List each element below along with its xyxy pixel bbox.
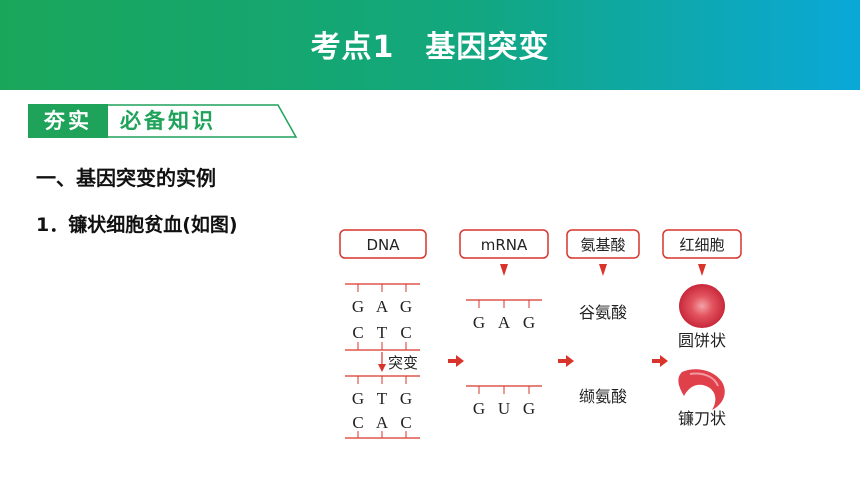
- dna-normal: G A G C T C: [345, 283, 420, 351]
- svg-text:A: A: [498, 313, 511, 332]
- svg-text:G: G: [352, 389, 364, 408]
- svg-text:G: G: [523, 313, 535, 332]
- right-arrow-icon: [558, 355, 574, 367]
- svg-text:A: A: [376, 297, 389, 316]
- svg-text:G: G: [473, 399, 485, 418]
- sickle-cell-diagram: DNA mRNA 氨基酸 红细胞 G A G C T C 突变: [339, 229, 742, 439]
- svg-text:C: C: [352, 323, 363, 342]
- svg-text:氨基酸: 氨基酸: [580, 236, 625, 254]
- mrna-mutant: G U G: [466, 385, 542, 418]
- column-header-dna: DNA: [339, 229, 427, 259]
- dna-mutant: G T G C A C: [345, 375, 420, 439]
- svg-text:G: G: [400, 389, 412, 408]
- process-arrows: [448, 355, 668, 367]
- svg-text:T: T: [377, 323, 388, 342]
- svg-text:G: G: [473, 313, 485, 332]
- svg-text:mRNA: mRNA: [481, 236, 528, 254]
- right-arrow-icon: [448, 355, 464, 367]
- badge-left-label: 夯实: [28, 104, 108, 138]
- cell-shape-mutant: 镰刀状: [678, 409, 726, 428]
- down-arrow-icon: [378, 364, 386, 372]
- down-arrow-icons: [500, 264, 706, 276]
- mutation-arrow: 突变: [378, 352, 418, 372]
- svg-text:T: T: [377, 389, 388, 408]
- svg-text:C: C: [400, 413, 411, 432]
- svg-text:G: G: [352, 297, 364, 316]
- svg-text:C: C: [400, 323, 411, 342]
- sickle-red-cell-icon: [678, 369, 725, 410]
- badge-right-label: 必备知识: [120, 109, 216, 133]
- svg-text:G: G: [523, 399, 535, 418]
- header-banner: 考点1 基因突变: [0, 0, 860, 90]
- svg-text:U: U: [498, 399, 510, 418]
- down-arrow-icon: [599, 264, 607, 276]
- column-header-mrna: mRNA: [459, 229, 549, 259]
- svg-text:红细胞: 红细胞: [679, 236, 724, 254]
- section-heading: 一、基因突变的实例: [36, 166, 216, 190]
- amino-acid-mutant: 缬氨酸: [579, 387, 627, 406]
- right-arrow-icon: [652, 355, 668, 367]
- badge-frame: [108, 104, 298, 138]
- down-arrow-icon: [698, 264, 706, 276]
- column-header-amino-acid: 氨基酸: [566, 229, 640, 259]
- mrna-normal: G A G: [466, 299, 542, 332]
- amino-acid-normal: 谷氨酸: [579, 303, 627, 322]
- disc-red-cell-icon: [679, 284, 725, 328]
- down-arrow-icon: [500, 264, 508, 276]
- svg-text:DNA: DNA: [366, 236, 400, 254]
- column-header-red-cell: 红细胞: [662, 229, 742, 259]
- svg-text:G: G: [400, 297, 412, 316]
- svg-text:A: A: [376, 413, 389, 432]
- cell-shape-normal: 圆饼状: [678, 331, 726, 350]
- svg-text:C: C: [352, 413, 363, 432]
- page-title: 考点1 基因突变: [310, 30, 550, 65]
- svg-text:突变: 突变: [388, 354, 418, 372]
- section-subheading: 1．镰状细胞贫血(如图): [36, 214, 238, 236]
